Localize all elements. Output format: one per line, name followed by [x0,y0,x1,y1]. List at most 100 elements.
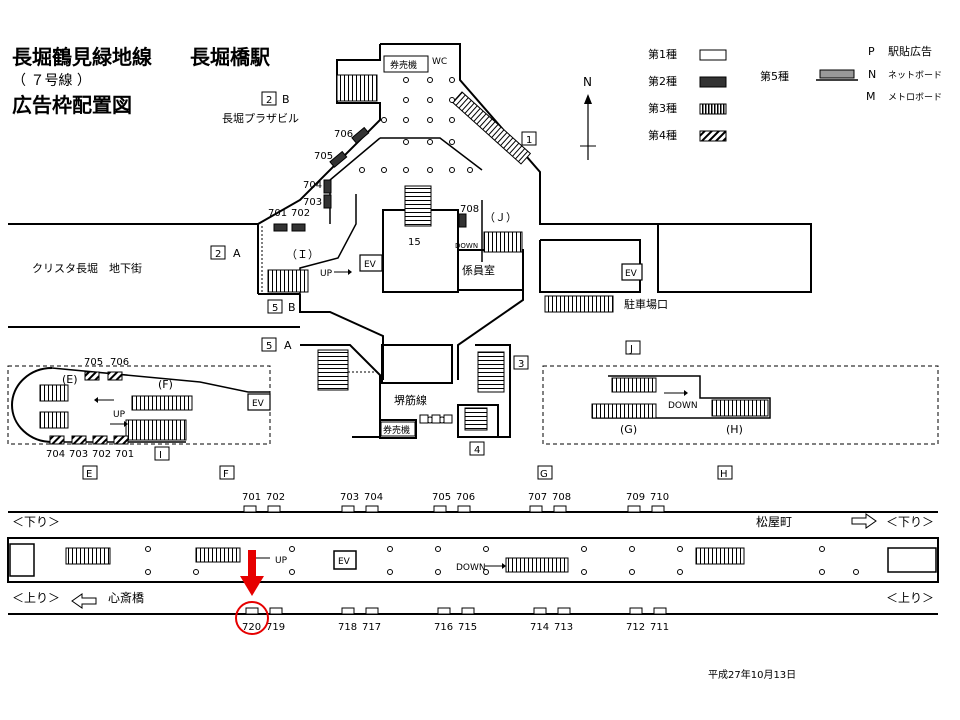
platform-top-ad-707: 707 [528,492,547,503]
platform-bottom-ad-slot [461,607,475,615]
svg-text:2: 2 [215,249,221,260]
section-i-ad-704: 704 [46,449,65,460]
concourse-down-label: DOWN [455,242,478,250]
platform-bottom-ad-712: 712 [626,622,645,633]
station-name: 長堀橋駅 [190,45,270,69]
building-2b-label: 長堀プラザビル [222,112,299,125]
legend-p-key: P [868,45,875,58]
footer-date: 平成27年10月13日 [708,668,796,681]
svg-text:A: A [233,247,241,260]
platform-bottom-ad-slot [629,607,643,615]
stairs-parking [544,295,614,313]
platform-bottom-ad-720: 720 [242,622,261,633]
svg-text:5: 5 [272,303,278,314]
line-name: 長堀鶴見緑地線 [12,45,152,69]
exit-j: J [625,340,641,355]
concourse-ad-706: 706 [334,129,353,140]
section-label-f: F [223,469,229,480]
svg-text:B: B [282,93,290,106]
platform-pillar [289,546,295,552]
concourse-ad-702: 702 [291,208,310,219]
section-j-down: DOWN [668,401,698,411]
platform-pillar [819,569,825,575]
next-station-left: 心斎橋 [108,590,144,605]
legend-m-key: M [866,90,876,103]
platform-top-ad-slot [553,505,567,513]
legend-type5-label: 第5種 [760,69,789,83]
platform-bottom-ad-717: 717 [362,622,381,633]
legend-m-label: メトロボード [888,92,942,103]
concourse-ad-704: 704 [303,180,322,191]
platform-up: UP [275,556,288,566]
ticket-machine-2-label: 券売機 [383,424,410,436]
platform-bottom-ad-713: 713 [554,622,573,633]
section-g-label: (G) [620,423,637,436]
legend-type1-label: 第1種 [648,47,677,61]
platform-down: DOWN [456,563,486,573]
platform-pillar [629,569,635,575]
dir-up-left: ＜上り＞ [12,591,60,605]
underground-mall-label: クリスタ長堀 地下街 [32,261,142,275]
section-label-h: H [720,469,728,480]
concourse-ad-708: 708 [460,204,479,215]
section-i-ev: EV [252,399,265,409]
dir-up-right: ＜上り＞ [886,591,934,605]
platform-top-ad-702: 702 [266,492,285,503]
highlight-marker [235,550,269,635]
legend-type3-label: 第3種 [648,101,677,115]
dir-down-left: ＜下り＞ [12,515,60,529]
concourse-ad-slots [273,126,467,232]
concourse-ev-2: EV [625,269,638,279]
sakaisuji-line-label: 堺筋線 [394,393,427,407]
legend-n-key: N [868,68,876,81]
platform-pillar [483,546,489,552]
stairs-3 [477,351,505,393]
platform-top-ad-slot [267,505,281,513]
concourse-ad-701: 701 [268,208,287,219]
platform-bottom-ad-719: 719 [266,622,285,633]
legend-type3-swatch [699,103,727,115]
stairs-15 [404,185,432,227]
svg-text:B: B [288,301,296,314]
next-station-right: 松屋町 [756,515,792,529]
exit-3: 3 [513,355,529,370]
platform-top-ad-703: 703 [340,492,359,503]
svg-text:5: 5 [266,341,272,352]
platform-ev: EV [338,557,351,567]
platform-bottom-ad-slot [245,607,259,615]
platform-pillars [145,546,859,575]
platform-bottom-ad-715: 715 [458,622,477,633]
platform-bottom-ad-716: 716 [434,622,453,633]
platform-bottom-ad-slot [653,607,667,615]
platform-pillar [677,546,683,552]
map-title: 広告枠配置図 [12,93,132,117]
stair-15-label: 15 [408,237,421,248]
platform-pillar [289,569,295,575]
platform-top-ad-slot [627,505,641,513]
north-arrow: N [580,75,596,160]
staff-room-label: 係員室 [462,263,495,277]
stairs-area-i [267,269,309,293]
section-h-label: (H) [726,423,743,436]
compass-north-label: N [583,75,592,89]
section-f-label: (F) [158,378,173,391]
section-i-ad-701: 701 [115,449,134,460]
legend-type5-swatch [819,69,855,79]
platform-top-ad-708: 708 [552,492,571,503]
svg-text:3: 3 [518,359,524,370]
area-i-label: （Ｉ） [286,248,319,261]
stairs-5a [317,349,349,391]
svg-text:J: J [629,344,633,355]
platform-bottom-ad-slot [341,607,355,615]
section-i-up: UP [113,410,126,420]
platform-top-ad-slot [433,505,447,513]
platform-bottom-ad-718: 718 [338,622,357,633]
platform-pillar [819,546,825,552]
concourse-ad-705: 705 [314,151,333,162]
platform-pillar [387,546,393,552]
platform-pillar [677,569,683,575]
platform-top-ad-709: 709 [626,492,645,503]
legend-type4-swatch [699,130,727,142]
legend-type1-swatch [699,49,727,61]
